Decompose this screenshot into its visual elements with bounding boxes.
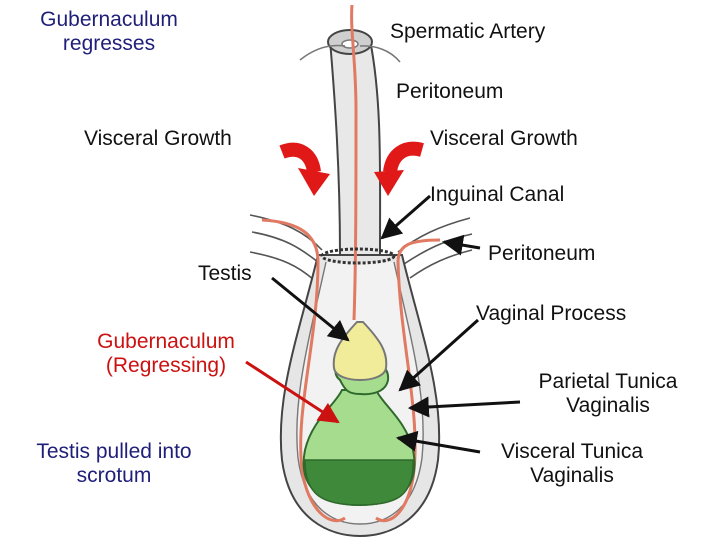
leader-gubernaculum <box>245 360 340 424</box>
inguinal-ring <box>320 247 396 265</box>
label-vaginal-process: Vaginal Process <box>476 302 627 325</box>
label-gubernaculum-regressing: Gubernaculum (Regressing) <box>97 330 235 377</box>
label-testis: Testis <box>198 262 252 285</box>
label-visceral-growth-right: Visceral Growth <box>430 127 578 150</box>
leader-visceral-tunica <box>395 430 481 454</box>
visceral-growth-arrow-right <box>374 141 424 196</box>
label-peritoneum-top: Peritoneum <box>396 80 504 103</box>
leader-vaginal-process <box>398 318 480 392</box>
peritoneum-vessel-left <box>261 218 346 523</box>
label-visceral-tunica-vaginalis: Visceral Tunica Vaginalis <box>500 440 644 487</box>
label-spermatic-artery: Spermatic Artery <box>390 20 546 43</box>
visceral-growth-arrow-left <box>279 142 330 196</box>
leader-peritoneum <box>441 234 481 256</box>
peritoneal-fold-line <box>299 44 346 61</box>
artery-lumen <box>341 39 359 49</box>
leader-parietal-tunica <box>407 396 521 418</box>
label-inguinal-canal: Inguinal Canal <box>430 183 565 206</box>
label-parietal-tunica-vaginalis: Parietal Tunica Vaginalis <box>538 370 678 417</box>
leader-testis <box>271 276 350 342</box>
label-gubernaculum-regresses: Gubernaculum regresses <box>40 8 178 55</box>
label-peritoneum-mid: Peritoneum <box>488 242 596 265</box>
abdominal-wall <box>249 214 473 281</box>
spermatic-artery <box>350 4 358 321</box>
label-testis-pulled-into-scrotum: Testis pulled into scrotum <box>36 440 192 487</box>
gubernaculum-base <box>304 459 414 506</box>
leader-inguinal-canal <box>380 194 431 240</box>
peritoneal-fold-line <box>359 45 401 63</box>
label-visceral-growth-left: Visceral Growth <box>84 127 232 150</box>
